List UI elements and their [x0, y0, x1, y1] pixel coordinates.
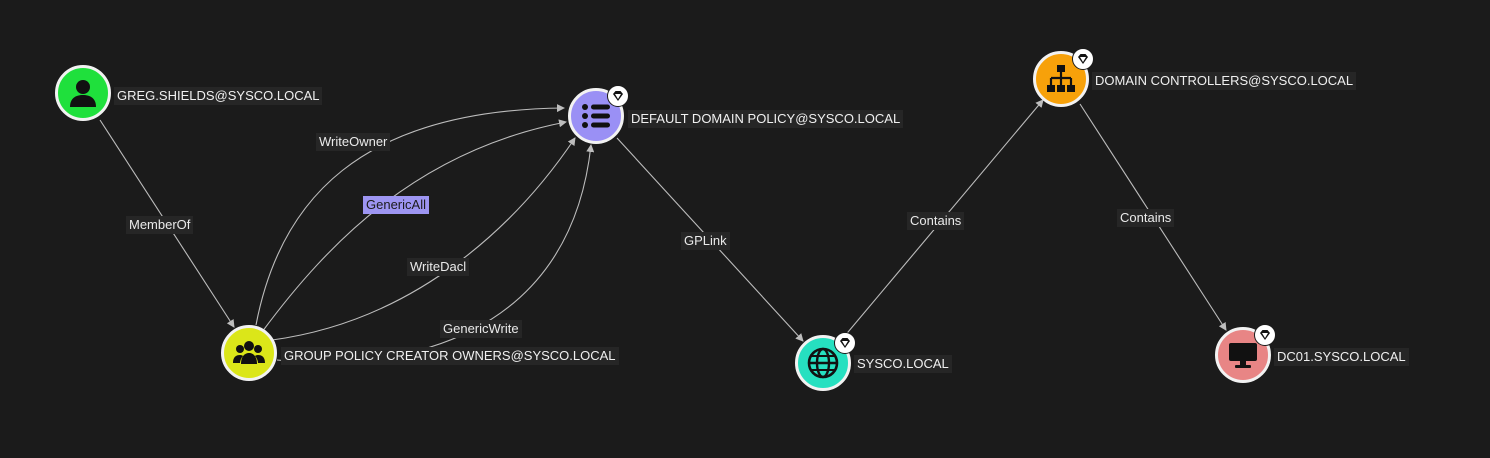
badge-dc01	[1254, 324, 1276, 346]
badge-ddp	[607, 85, 629, 107]
edge-label-writedacl[interactable]: WriteDacl	[407, 258, 470, 276]
node-label-ddp: DEFAULT DOMAIN POLICY@SYSCO.LOCAL	[628, 110, 904, 128]
group-icon	[233, 341, 265, 364]
node-label-dc: DOMAIN CONTROLLERS@SYSCO.LOCAL	[1092, 72, 1357, 90]
tier-zero-gem-icon	[840, 338, 850, 348]
edge-writedacl[interactable]	[271, 137, 576, 341]
tier-zero-gem-icon	[1260, 330, 1270, 340]
node-label-greg-shields: GREG.SHIELDS@SYSCO.LOCAL	[114, 87, 323, 105]
edge-genericall[interactable]	[261, 119, 567, 333]
node-label-sysco: SYSCO.LOCAL	[854, 355, 952, 373]
edge-label-genericwrite[interactable]: GenericWrite	[440, 320, 522, 338]
node-ou-domain-controllers[interactable]	[1033, 51, 1089, 107]
ou-tree-icon	[1047, 65, 1075, 92]
edge-label-writeowner[interactable]: WriteOwner	[316, 133, 391, 151]
gpo-list-icon	[582, 104, 610, 128]
edge-label-memberof[interactable]: MemberOf	[126, 216, 194, 234]
edge-writeowner[interactable]	[255, 104, 565, 326]
badge-sysco	[834, 332, 856, 354]
edge-label-contains-2[interactable]: Contains	[1117, 209, 1175, 227]
node-label-gpco: GROUP POLICY CREATOR OWNERS@SYSCO.LOCAL	[281, 347, 619, 365]
tier-zero-gem-icon	[613, 91, 623, 101]
edge-label-gplink[interactable]: GPLink	[681, 232, 730, 250]
node-group-gpco[interactable]	[221, 325, 277, 381]
node-gpo-default-domain-policy[interactable]	[568, 88, 624, 144]
badge-dc	[1072, 48, 1094, 70]
tier-zero-gem-icon	[1078, 54, 1088, 64]
edge-label-contains-1[interactable]: Contains	[907, 212, 965, 230]
computer-icon	[1229, 343, 1257, 368]
node-user-greg-shields[interactable]	[55, 65, 111, 121]
edge-label-genericall[interactable]: GenericAll	[363, 196, 429, 214]
node-label-dc01: DC01.SYSCO.LOCAL	[1274, 348, 1409, 366]
globe-icon	[807, 347, 839, 379]
user-icon	[70, 80, 96, 107]
